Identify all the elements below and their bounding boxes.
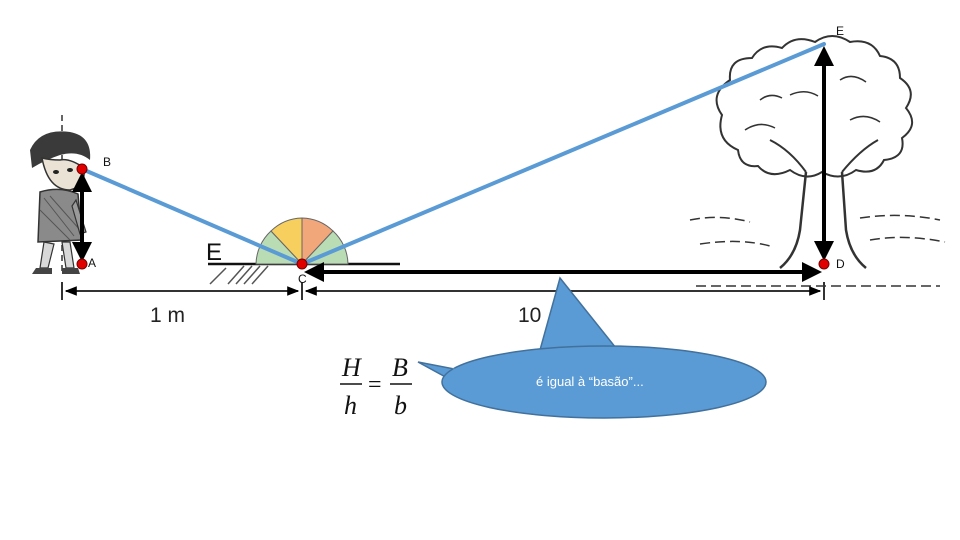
dimension-lines [61,282,825,300]
point-a [76,258,88,270]
eq-numerator-right: B [392,353,408,382]
eq-denominator-right: b [394,391,407,420]
eq-numerator-left: H [341,353,362,382]
mirror-label: E [206,239,222,266]
eq-equals: = [368,372,382,398]
ray-c-to-e [300,42,826,266]
point-label-a: A [88,256,96,270]
point-d [818,258,830,270]
point-label-b: B [103,155,111,169]
point-label-e: E [836,24,844,38]
speech-bubble: é igual à “basão”... [417,276,767,419]
eq-denominator-left: h [344,391,357,420]
protractor [255,217,349,266]
distance-label-left: 1 m [150,304,185,327]
distance-label-right: 10 [518,304,541,327]
bubble-text: é igual à “basão”... [536,374,644,389]
point-c [296,258,308,270]
point-label-c: C [298,272,307,286]
point-b [76,163,88,175]
points [76,163,830,270]
ray-b-to-c [80,167,304,266]
ratio-equation: H h = B b [340,353,412,420]
tree-figure [689,35,946,287]
point-label-d: D [836,257,845,271]
light-rays [80,42,826,266]
